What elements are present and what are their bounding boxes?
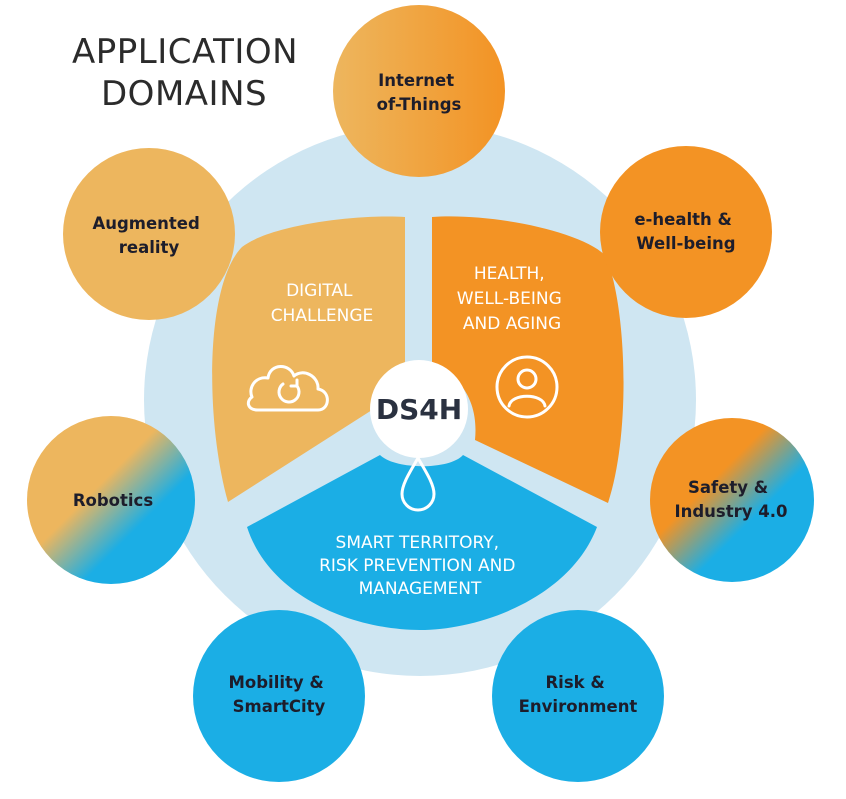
sector-digital-challenge: DIGITAL CHALLENGE — [212, 216, 405, 502]
sector-smart-territory: SMART TERRITORY, RISK PREVENTION AND MAN… — [247, 455, 597, 630]
domain-safety-industry-label: Safety & Industry 4.0 — [674, 478, 787, 521]
domain-risk-environment: Risk & Environment — [492, 610, 664, 782]
sector-smart-territory-shape — [247, 455, 597, 630]
sector-health-shape — [432, 216, 624, 503]
domain-e-health: e-health & Well-being — [600, 146, 772, 318]
domain-safety-industry: Safety & Industry 4.0 — [650, 418, 814, 582]
diagram-title-line-2: DOMAINS — [101, 74, 267, 114]
domain-robotics: Robotics — [27, 416, 195, 584]
hub: DS4H — [370, 360, 468, 458]
sector-digital-challenge-label: DIGITAL CHALLENGE — [271, 281, 374, 326]
water-drop-icon — [400, 456, 436, 512]
domain-mobility-smartcity-label: Mobility & SmartCity — [228, 673, 329, 716]
domain-robotics-circle — [27, 416, 195, 584]
domain-safety-industry-circle — [650, 418, 814, 582]
domain-augmented-reality-circle — [63, 148, 235, 320]
sector-digital-challenge-shape — [212, 216, 405, 502]
domain-augmented-reality: Augmented reality — [63, 148, 235, 320]
domain-internet-of-things: Internet of-Things — [333, 5, 505, 177]
diagram-title-line-1: APPLICATION — [72, 32, 298, 72]
sector-smart-territory-label: SMART TERRITORY, RISK PREVENTION AND MAN… — [319, 533, 521, 599]
sector-health-label: HEALTH, WELL-BEING AND AGING — [457, 264, 567, 334]
domain-internet-of-things-circle — [333, 5, 505, 177]
domain-robotics-label: Robotics — [73, 491, 154, 510]
sector-health: HEALTH, WELL-BEING AND AGING — [432, 216, 624, 503]
cloud-sync-icon — [246, 365, 329, 412]
hub-label: DS4H — [376, 393, 462, 426]
domain-mobility-smartcity: Mobility & SmartCity — [193, 610, 365, 782]
domain-internet-of-things-label: Internet of-Things — [377, 71, 462, 114]
domain-e-health-label: e-health & Well-being — [634, 210, 737, 253]
domain-augmented-reality-label: Augmented reality — [92, 214, 205, 257]
domain-risk-environment-circle — [492, 610, 664, 782]
domain-mobility-smartcity-circle — [193, 610, 365, 782]
domain-e-health-circle — [600, 146, 772, 318]
domain-risk-environment-label: Risk & Environment — [519, 673, 638, 716]
person-icon — [495, 355, 559, 419]
hub-circle — [370, 360, 468, 458]
